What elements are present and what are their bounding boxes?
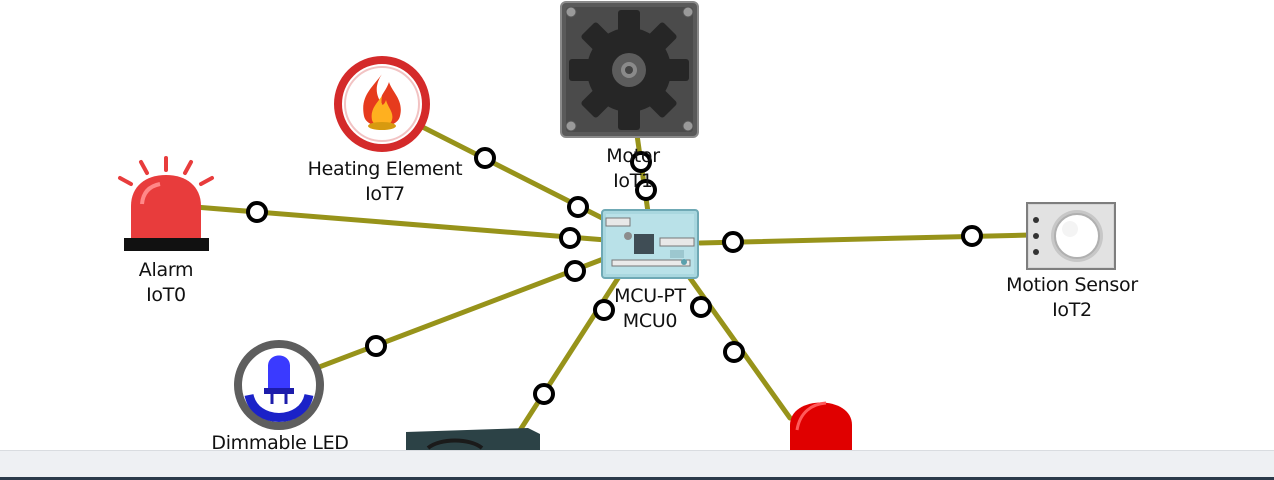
motion-label: Motion Sensor IoT2 bbox=[992, 273, 1152, 323]
connector-dot[interactable] bbox=[723, 341, 745, 363]
motion-id: IoT2 bbox=[1052, 299, 1092, 321]
connector-dot[interactable] bbox=[533, 383, 555, 405]
red-led-device[interactable] bbox=[790, 401, 852, 451]
connector-dot[interactable] bbox=[961, 225, 983, 247]
connector-dot[interactable] bbox=[722, 231, 744, 253]
bottom-device[interactable] bbox=[406, 428, 540, 450]
motion-name: Motion Sensor bbox=[1006, 274, 1138, 296]
motor-id: IoT1 bbox=[613, 170, 653, 192]
motor-label: Motor IoT1 bbox=[588, 144, 678, 194]
connector-dot[interactable] bbox=[635, 179, 657, 201]
topology-diagram bbox=[118, 0, 1116, 451]
alarm-device[interactable] bbox=[118, 156, 214, 251]
alarm-name: Alarm bbox=[138, 259, 194, 281]
workspace-canvas[interactable]: Motor IoT1 Heating Element IoT7 Alarm Io… bbox=[0, 0, 1274, 450]
heating-id: IoT7 bbox=[365, 183, 405, 205]
mcu-id: MCU0 bbox=[622, 310, 678, 332]
connector-dot[interactable] bbox=[690, 296, 712, 318]
connector-dot[interactable] bbox=[559, 227, 581, 249]
mcu-name: MCU-PT bbox=[614, 285, 686, 307]
dimmable-led-device[interactable] bbox=[234, 340, 324, 430]
motor-name: Motor bbox=[606, 145, 660, 167]
bottom-toolbar bbox=[0, 450, 1274, 480]
alarm-label: Alarm IoT0 bbox=[116, 258, 216, 308]
dimmable-led-name: Dimmable LED bbox=[211, 432, 349, 450]
cable-connectors bbox=[246, 147, 983, 405]
connector-dot[interactable] bbox=[564, 260, 586, 282]
connector-dot[interactable] bbox=[593, 299, 615, 321]
connector-dot[interactable] bbox=[567, 196, 589, 218]
connector-dot[interactable] bbox=[474, 147, 496, 169]
alarm-id: IoT0 bbox=[146, 284, 186, 306]
heating-label: Heating Element IoT7 bbox=[295, 157, 475, 207]
connector-dot[interactable] bbox=[365, 335, 387, 357]
heating-element-device[interactable] bbox=[334, 56, 430, 152]
connector-dot[interactable] bbox=[246, 201, 268, 223]
motion-sensor-device[interactable] bbox=[1026, 202, 1116, 270]
connector-dot[interactable] bbox=[630, 151, 652, 173]
mcu-label: MCU-PT MCU0 bbox=[600, 284, 700, 334]
dimmable-led-label: Dimmable LED bbox=[200, 431, 360, 450]
motor-device[interactable] bbox=[547, 0, 711, 152]
mcu-board-device[interactable] bbox=[601, 209, 699, 279]
cable-led-mcu[interactable] bbox=[282, 255, 609, 383]
heating-name: Heating Element bbox=[307, 158, 463, 180]
